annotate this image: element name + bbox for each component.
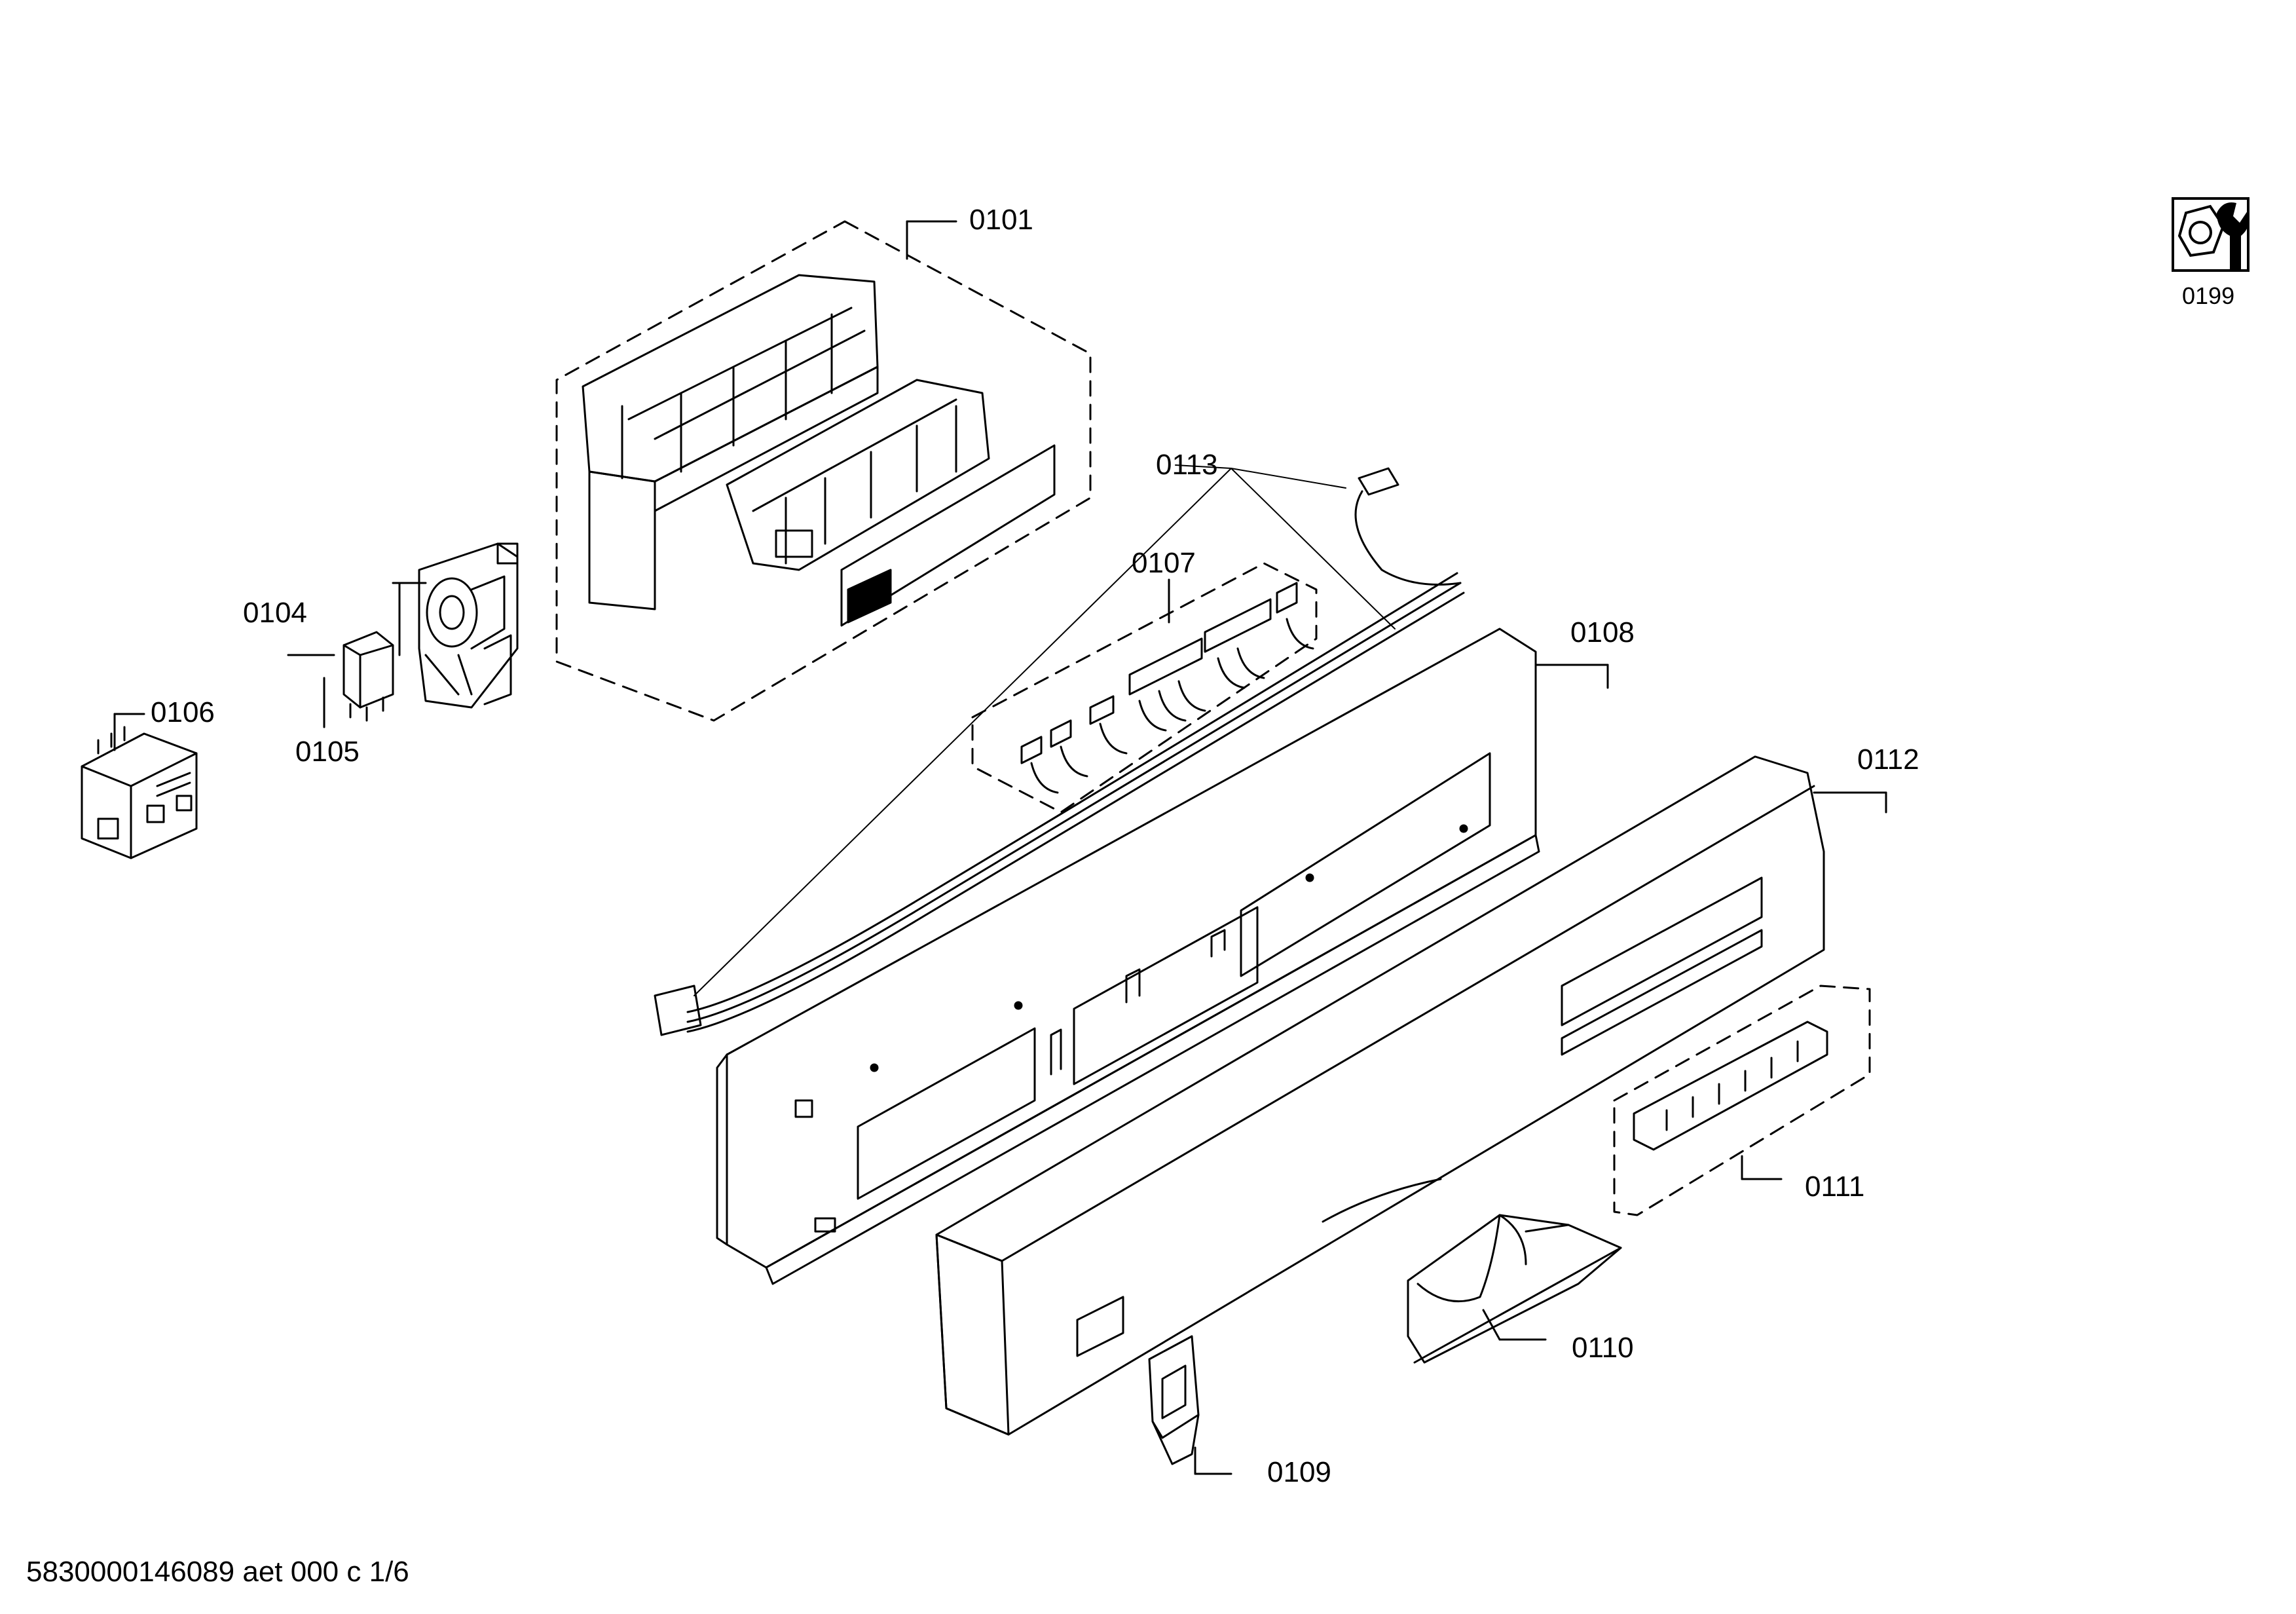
callout-0107: 0107 [1132,547,1196,579]
callout-0105: 0105 [295,736,360,768]
wrench-nut-icon [2172,197,2250,272]
part-0112-front-panel [935,755,1887,1436]
callout-0110: 0110 [1572,1332,1634,1364]
part-0104-actuator [392,542,519,709]
callout-0113: 0113 [1156,449,1218,481]
callout-0199: 0199 [2182,282,2235,309]
part-0107-connectors [971,562,1318,814]
callout-0108: 0108 [1570,616,1635,648]
part-0110-handle [1407,1214,1622,1364]
part-0111-button-strip [1613,985,1871,1216]
callout-0109: 0109 [1267,1456,1331,1488]
part-0113-wiring-harness [654,467,1465,1036]
part-0109-latch [1148,1335,1232,1475]
drawing-reference: 5830000146089 aet 000 c 1/6 [26,1556,409,1588]
callout-0106: 0106 [151,696,215,728]
part-0101-control-module [555,220,1092,722]
callout-0101: 0101 [969,204,1033,236]
part-0108-panel-frame [716,628,1609,1285]
part-0106-switch-block [81,713,198,859]
callout-0112: 0112 [1857,743,1919,776]
part-0105-relay [287,631,394,728]
callout-0111: 0111 [1805,1171,1865,1203]
callout-0104: 0104 [243,597,307,629]
